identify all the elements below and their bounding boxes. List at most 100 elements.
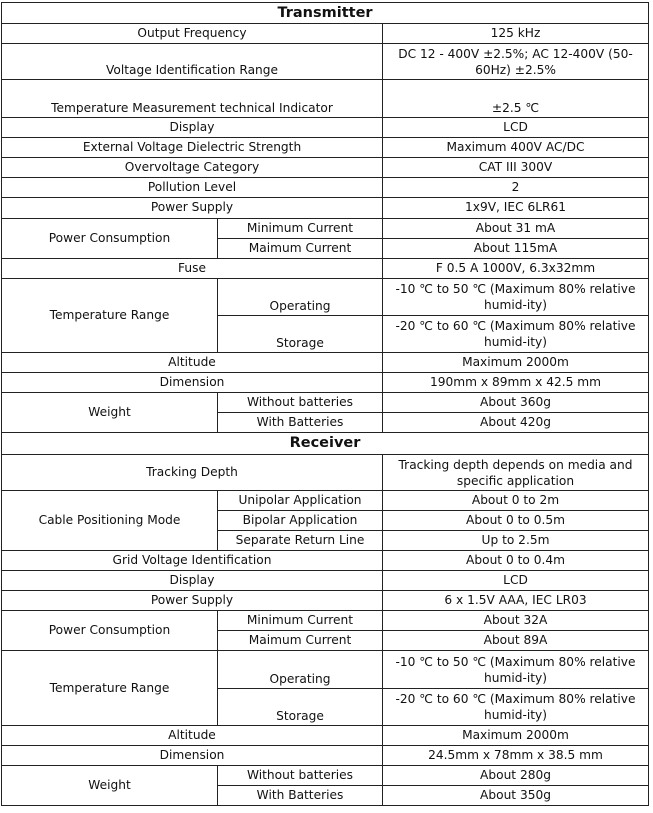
spec-label: External Voltage Dielectric Strength [1,137,383,159]
spec-label: Pollution Level [1,177,383,199]
table-row: Separate Return Line Up to 2.5m [2,530,649,552]
spec-value: 190mm x 89mm x 42.5 mm [382,371,649,393]
spec-label: Weight [1,764,218,807]
spec-sublabel: Storage [217,687,383,726]
spec-label: Tracking Depth [1,454,383,492]
table-row: Grid Voltage Identification About 0 to 0… [1,550,649,572]
spec-sublabel: Storage [217,314,383,353]
spec-sublabel: Operating [217,277,383,316]
spec-label: Grid Voltage Identification [1,550,383,572]
spec-value: 6 x 1.5V AAA, IEC LR03 [382,590,649,612]
spec-label: Display [1,570,383,592]
spec-label: Power Supply [1,197,383,219]
spec-value: F 0.5 A 1000V, 6.3x32mm [382,257,649,279]
section-title-receiver: Receiver [1,431,649,456]
spec-value: 2 [382,177,649,199]
spec-label: Temperature Range [1,650,218,726]
table-row: Temperature Range Operating -10 ℃ to 50 … [1,277,649,353]
spec-sublabel: Unipolar Application [217,490,383,512]
table-row: Storage -20 ℃ to 60 ℃ (Maximum 80% relat… [2,314,649,353]
spec-value: About 89A [382,630,649,652]
spec-value: 125 kHz [382,23,649,45]
table-row: Dimension 24.5mm x 78mm x 38.5 mm [1,744,649,766]
table-row: Voltage Identification Range DC 12 - 400… [1,43,649,81]
section-header-row: Receiver [1,431,649,456]
table-row: Overvoltage Category CAT III 300V [1,157,649,179]
spec-label: Altitude [1,351,383,373]
table-row: Fuse F 0.5 A 1000V, 6.3x32mm [1,257,649,279]
table-row: Pollution Level 2 [1,177,649,199]
table-row: Temperature Range Operating -10 ℃ to 50 … [1,650,649,726]
spec-value: -20 ℃ to 60 ℃ (Maximum 80% relative humi… [382,314,649,353]
table-row: Temperature Measurement technical Indica… [1,79,649,119]
spec-value: About 31 mA [382,217,649,239]
table-row: Weight Without batteries About 360g [1,391,649,433]
spec-value: Tracking depth depends on media and spec… [382,454,649,492]
spec-label: Cable Positioning Mode [1,490,218,552]
spec-value: Maximum 2000m [382,351,649,373]
spec-value: Maximum 400V AC/DC [382,137,649,159]
spec-label: Power Consumption [1,217,218,259]
spec-sublabel: Operating [217,650,383,689]
table-row: Tracking Depth Tracking depth depends on… [1,454,649,492]
spec-label: Dimension [1,744,383,766]
spec-value: About 360g [382,391,649,413]
spec-value: About 0 to 0.4m [382,550,649,572]
table-row: Output Frequency 125 kHz [1,23,649,45]
spec-sublabel: With Batteries [217,784,383,807]
table-row: Altitude Maximum 2000m [1,724,649,746]
table-row: Display LCD [1,117,649,139]
spec-label: Voltage Identification Range [1,43,383,81]
spec-label: Power Consumption [1,610,218,652]
spec-value: ±2.5 ℃ [382,79,649,119]
spec-value: About 350g [382,784,649,807]
spec-sublabel: Bipolar Application [217,510,383,532]
spec-value: About 32A [382,610,649,632]
table-row: Power Consumption Minimum Current About … [1,217,649,259]
spec-label: Overvoltage Category [1,157,383,179]
table-row: Altitude Maximum 2000m [1,351,649,373]
spec-value: DC 12 - 400V ±2.5%; AC 12-400V (50-60Hz)… [382,43,649,81]
spec-label: Output Frequency [1,23,383,45]
spec-value: About 0 to 0.5m [382,510,649,532]
spec-label: Temperature Range [1,277,218,353]
table-row: Dimension 190mm x 89mm x 42.5 mm [1,371,649,393]
spec-value: LCD [382,117,649,139]
spec-value: Maximum 2000m [382,724,649,746]
spec-sublabel: Separate Return Line [217,530,383,552]
spec-value: Up to 2.5m [382,530,649,552]
spec-label: Dimension [1,371,383,393]
table-row: Display LCD [1,570,649,592]
section-title-transmitter: Transmitter [1,1,649,25]
spec-sublabel: Minimum Current [217,217,383,239]
spec-value: -10 ℃ to 50 ℃ (Maximum 80% relative humi… [382,277,649,316]
spec-value: About 0 to 2m [382,490,649,512]
spec-value: -10 ℃ to 50 ℃ (Maximum 80% relative humi… [382,650,649,689]
spec-value: CAT III 300V [382,157,649,179]
spec-label: Weight [1,391,218,433]
spec-label: Display [1,117,383,139]
spec-label: Power Supply [1,590,383,612]
spec-sublabel: With Batteries [217,411,383,433]
spec-value: About 115mA [382,237,649,259]
section-header-row: Transmitter [1,1,649,25]
spec-sublabel: Maimum Current [217,630,383,652]
table-row: With Batteries About 350g [2,784,649,807]
table-row: Power Consumption Minimum Current About … [1,610,649,652]
table-row: Power Supply 1x9V, IEC 6LR61 [1,197,649,219]
table-row: With Batteries About 420g [2,411,649,433]
table-row: Storage -20 ℃ to 60 ℃ (Maximum 80% relat… [2,687,649,726]
table-row: Cable Positioning Mode Unipolar Applicat… [1,490,649,552]
spec-value: -20 ℃ to 60 ℃ (Maximum 80% relative humi… [382,687,649,726]
spec-label: Altitude [1,724,383,746]
spec-label: Temperature Measurement technical Indica… [1,79,383,119]
table-row: Power Supply 6 x 1.5V AAA, IEC LR03 [1,590,649,612]
spec-value: About 280g [382,764,649,786]
spec-value: 24.5mm x 78mm x 38.5 mm [382,744,649,766]
table-row: External Voltage Dielectric Strength Max… [1,137,649,159]
spec-label: Fuse [1,257,383,279]
spec-value: LCD [382,570,649,592]
table-row: Maimum Current About 89A [2,630,649,652]
spec-value: About 420g [382,411,649,433]
